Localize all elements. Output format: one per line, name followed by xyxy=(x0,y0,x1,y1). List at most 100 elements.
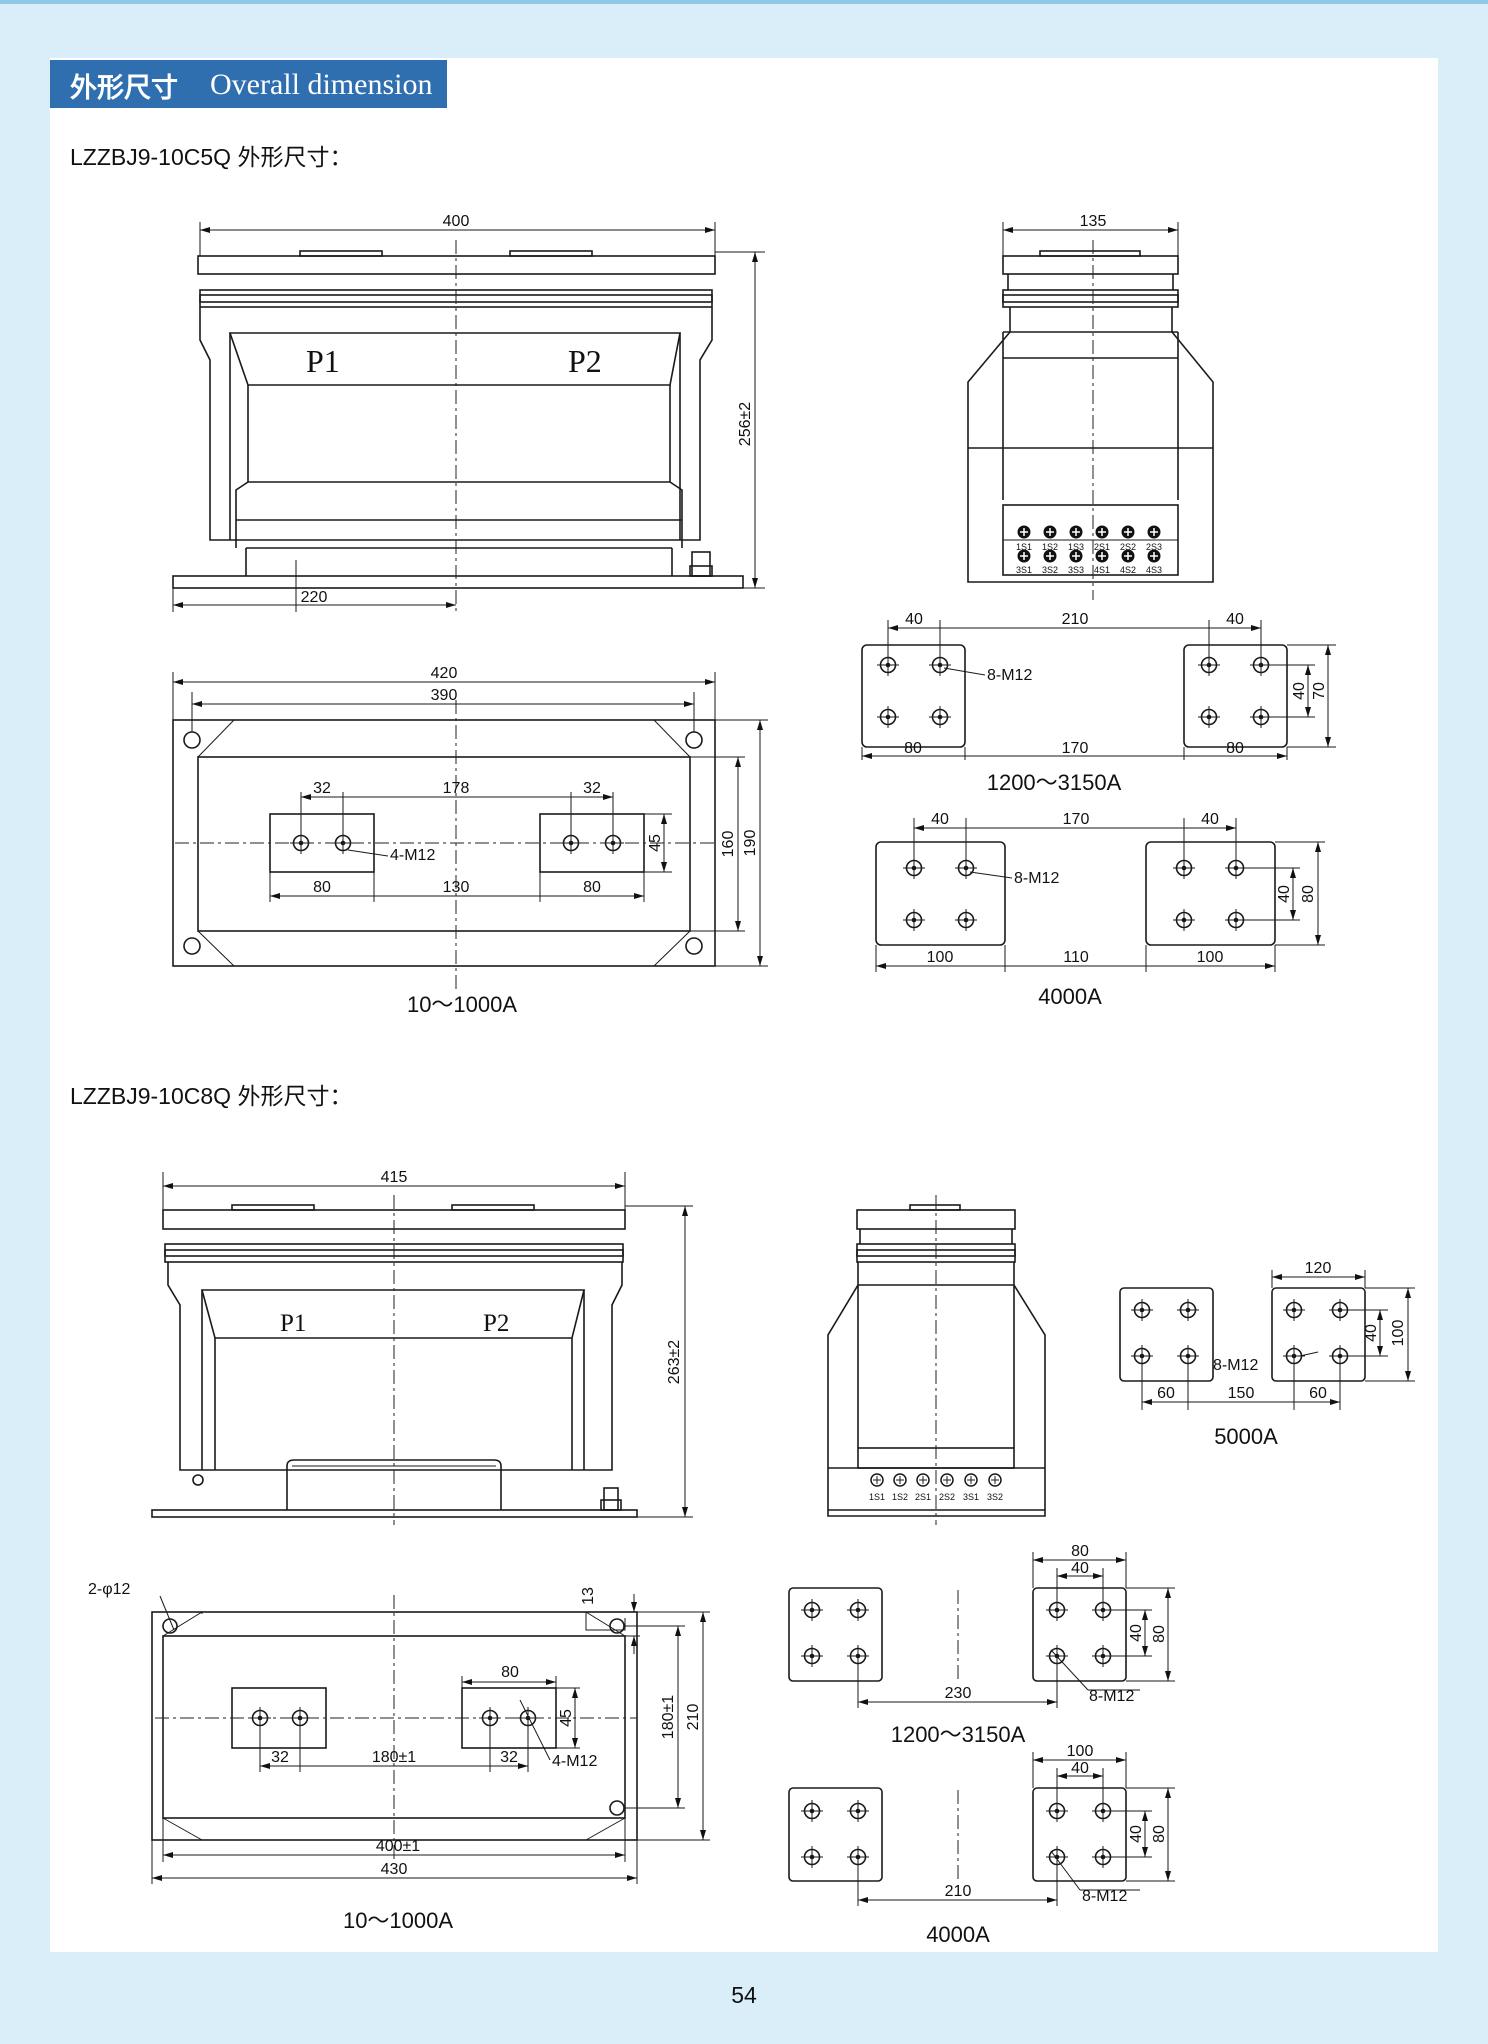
s2-caption-5000A: 5000A xyxy=(1214,1424,1278,1449)
s2-dim-430: 430 xyxy=(381,1861,408,1878)
s1-plan-dims: 420 390 32 178 32 45 4-M12 80 130 80 160… xyxy=(172,665,768,1017)
s2-term-3S2: 3S2 xyxy=(987,1492,1003,1502)
s2-term-2S2: 2S2 xyxy=(939,1492,955,1502)
s2-plate-4000A: 100 40 40 80 210 8-M12 4000A xyxy=(788,1743,1175,1947)
s1-term-4S2: 4S2 xyxy=(1120,565,1136,575)
s1-plate-4000A: 40 170 40 8-M12 100 110 100 40 80 4000A xyxy=(875,811,1325,1009)
s1-p4000-dim-40a: 40 xyxy=(931,811,949,828)
s1-term-1S2: 1S2 xyxy=(1042,542,1058,552)
s2-p3150-dim-80: 80 xyxy=(1071,1543,1089,1560)
s1-p3150-dim-80a: 80 xyxy=(904,740,922,757)
s1-dim-130: 130 xyxy=(443,879,470,896)
s2-dim-32a: 32 xyxy=(271,1749,289,1766)
s2-caption-1000A: 10～1000A xyxy=(343,1908,453,1933)
s2-p3150-bolt: 8-M12 xyxy=(1089,1688,1134,1705)
s2-p2-label: P2 xyxy=(483,1310,509,1337)
s1-term-1S3: 1S3 xyxy=(1068,542,1084,552)
s1-p3150-bolt: 8-M12 xyxy=(987,667,1032,684)
s2-hole-label: 2-φ12 xyxy=(88,1581,131,1598)
s1-caption-4000A: 4000A xyxy=(1038,984,1102,1009)
s1-dim-80b: 80 xyxy=(583,879,601,896)
s1-p4000-dim-100b: 100 xyxy=(1197,949,1224,966)
s2-p5000-dim-150: 150 xyxy=(1228,1385,1255,1402)
s1-dim-178: 178 xyxy=(443,780,470,797)
s1-term-4S3: 4S3 xyxy=(1146,565,1162,575)
s2-term-2S1: 2S1 xyxy=(915,1492,931,1502)
s1-dim-160: 160 xyxy=(720,831,737,858)
s2-dim-32b: 32 xyxy=(500,1749,518,1766)
s1-p4000-dim-40v: 40 xyxy=(1276,885,1293,903)
s2-p4000-dim-40v: 40 xyxy=(1128,1825,1145,1843)
s1-dim-420: 420 xyxy=(431,665,458,682)
s2-p4000-bolt: 8-M12 xyxy=(1082,1888,1127,1905)
s1-p1-label: P1 xyxy=(306,343,340,379)
s2-term-1S1: 1S1 xyxy=(869,1492,885,1502)
s2-bolt-4M12: 4-M12 xyxy=(552,1753,597,1770)
s1-side-view: 1S1 1S2 1S3 2S1 2S2 2S3 3S1 3S2 3S3 4S1 … xyxy=(967,213,1214,600)
s1-term-3S1: 3S1 xyxy=(1016,565,1032,575)
s1-dim-135: 135 xyxy=(1080,213,1107,230)
s2-dim-180v: 180±1 xyxy=(660,1695,677,1739)
s1-term-2S3: 2S3 xyxy=(1146,542,1162,552)
s1-p3150-dim-80b: 80 xyxy=(1226,740,1244,757)
s2-caption-4000A: 4000A xyxy=(926,1922,990,1947)
s2-plan-dims: 2-φ12 13 80 45 32 180±1 32 4-M12 400±1 4… xyxy=(88,1581,710,1933)
s2-p4000-dim-210: 210 xyxy=(945,1883,972,1900)
s2-plate-5000A: 120 40 100 60 150 60 8-M12 5000A xyxy=(1119,1260,1415,1449)
s1-p3150-dim-70: 70 xyxy=(1311,682,1328,700)
s2-p3150-dim-230: 230 xyxy=(945,1685,972,1702)
s2-dim-400: 400±1 xyxy=(376,1838,420,1855)
s2-p4000-dim-100: 100 xyxy=(1067,1743,1094,1760)
s1-p4000-dim-40b: 40 xyxy=(1201,811,1219,828)
s2-side-view: 1S1 1S2 2S1 2S2 3S1 3S2 xyxy=(827,1195,1046,1525)
s2-caption-3150A: 1200～3150A xyxy=(891,1722,1026,1747)
s2-dim-180: 180±1 xyxy=(372,1749,416,1766)
s2-dim-45: 45 xyxy=(558,1709,575,1727)
s1-p3150-dim-210: 210 xyxy=(1062,611,1089,628)
s1-dim-32a: 32 xyxy=(313,780,331,797)
s2-p3150-dim-40v: 40 xyxy=(1128,1624,1145,1642)
banner-title-en: Overall dimension xyxy=(210,68,433,101)
s1-bolt-4M12: 4-M12 xyxy=(390,847,435,864)
s2-dim-210: 210 xyxy=(685,1704,702,1731)
s1-plate-3150A: 40 210 40 8-M12 80 170 80 40 70 1200～315… xyxy=(861,611,1336,795)
s1-p4000-dim-170: 170 xyxy=(1063,811,1090,828)
s1-p3150-dim-40v: 40 xyxy=(1291,682,1308,700)
s2-p4000-dim-80v: 80 xyxy=(1151,1825,1168,1843)
section-banner: 外形尺寸 Overall dimension xyxy=(50,60,447,108)
s2-front-dims: 415 263±2 xyxy=(162,1169,693,1518)
s1-terminal-block: 1S1 1S2 1S3 2S1 2S2 2S3 3S1 3S2 3S3 4S1 … xyxy=(1016,524,1162,575)
s2-p5000-dim-60a: 60 xyxy=(1157,1385,1175,1402)
s1-p4000-dim-100a: 100 xyxy=(927,949,954,966)
s1-p4000-bolt: 8-M12 xyxy=(1014,870,1059,887)
s2-dim-80: 80 xyxy=(501,1664,519,1681)
s2-p1-label: P1 xyxy=(280,1310,306,1337)
s1-front-view: P1 P2 xyxy=(172,240,744,612)
s2-term-3S1: 3S1 xyxy=(963,1492,979,1502)
s1-p4000-dim-110: 110 xyxy=(1063,949,1089,966)
s1-p4000-dim-80: 80 xyxy=(1300,885,1317,903)
s1-caption-1000A: 10～1000A xyxy=(407,992,517,1017)
s1-dim-45: 45 xyxy=(647,834,664,852)
s2-p3150-dim-80v: 80 xyxy=(1151,1625,1168,1643)
s1-p2-label: P2 xyxy=(568,343,602,379)
s1-p3150-dim-40a: 40 xyxy=(905,611,923,628)
s1-term-1S1: 1S1 xyxy=(1016,542,1032,552)
s2-dim-13: 13 xyxy=(580,1587,597,1605)
s2-p5000-dim-100: 100 xyxy=(1390,1320,1407,1347)
s2-p5000-dim-120: 120 xyxy=(1305,1260,1332,1277)
s1-term-2S1: 2S1 xyxy=(1094,542,1110,552)
s2-p3150-dim-40: 40 xyxy=(1071,1560,1089,1577)
s1-plan-view xyxy=(172,700,716,990)
s1-caption-3150A: 1200～3150A xyxy=(987,770,1122,795)
s2-dim-415: 415 xyxy=(381,1169,408,1186)
s2-p5000-dim-60b: 60 xyxy=(1309,1385,1327,1402)
s1-dim-220: 220 xyxy=(301,589,328,606)
s2-p5000-dim-40: 40 xyxy=(1363,1324,1380,1342)
model-title-1: LZZBJ9-10C5Q 外形尺寸： xyxy=(70,144,353,170)
s1-dim-32b: 32 xyxy=(583,780,601,797)
s1-term-3S2: 3S2 xyxy=(1042,565,1058,575)
s2-plate-3150A: 80 40 40 80 230 8-M12 1200～3150A xyxy=(788,1543,1175,1747)
s1-term-4S1: 4S1 xyxy=(1094,565,1110,575)
